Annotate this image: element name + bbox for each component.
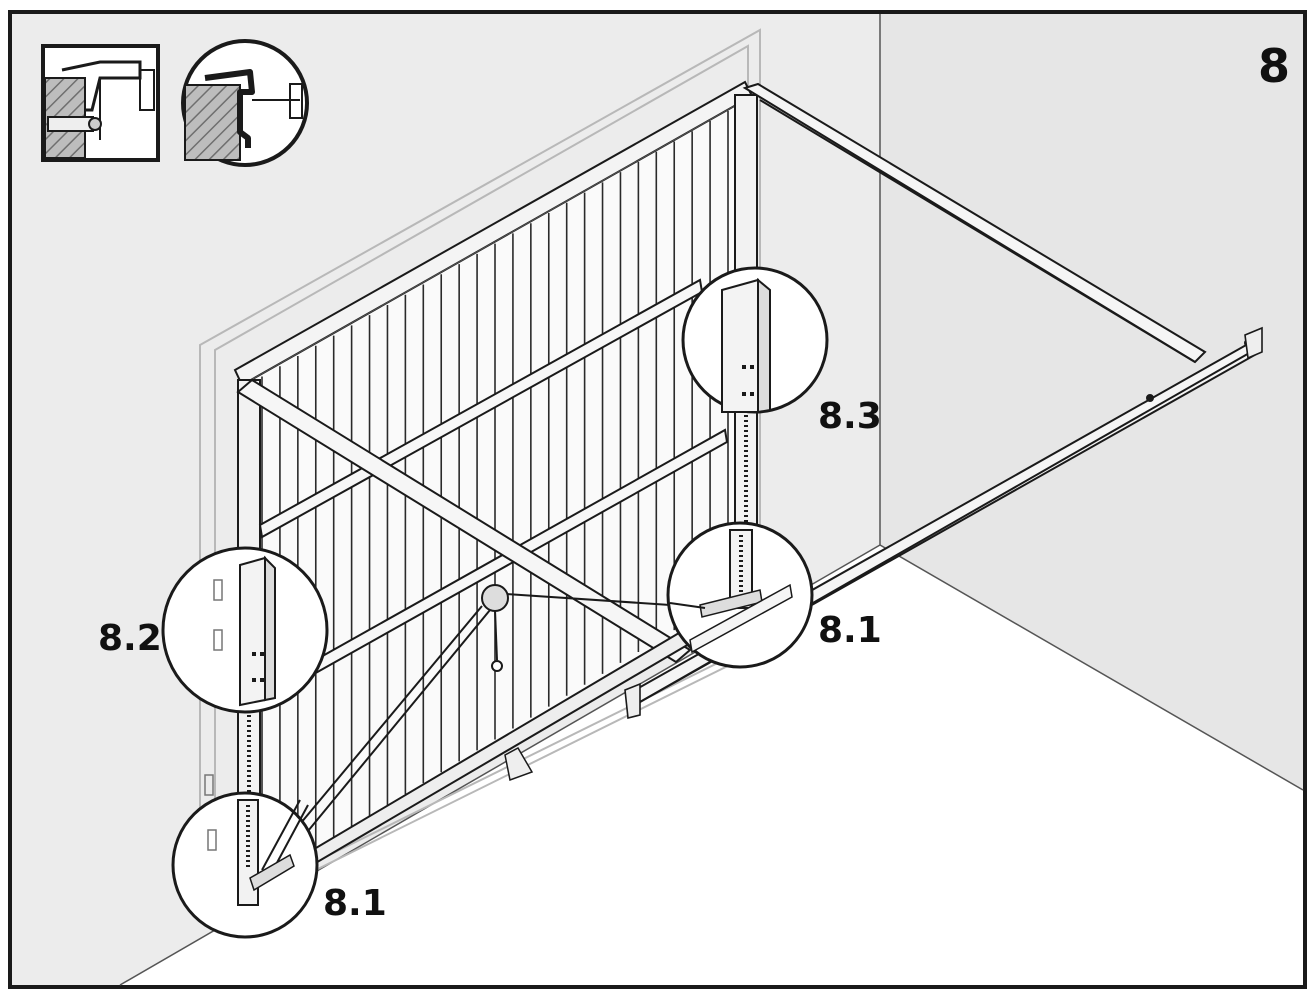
inset-detail-square (41, 44, 160, 162)
detail-circle-8-3 (681, 266, 829, 414)
callout-8-3: 8.3 (818, 396, 882, 437)
side-wall (880, 14, 1303, 790)
callout-8-1-right: 8.1 (818, 610, 882, 651)
inset-detail-circle (181, 39, 309, 167)
detail-circle-8-1-left (171, 791, 319, 939)
callout-8-2: 8.2 (98, 618, 162, 659)
ceiling-track-top (742, 82, 1207, 364)
diagonal-brace (236, 378, 692, 664)
detail-circle-8-1-right (666, 521, 814, 669)
callout-8-1-left: 8.1 (323, 883, 387, 924)
lock-mechanism (269, 584, 701, 866)
floor (120, 545, 1303, 985)
detail-circle-8-2 (161, 546, 329, 714)
floor-line-right (879, 544, 1304, 791)
floor-bracket (504, 746, 534, 782)
door-ribs (261, 110, 729, 882)
step-number: 8 (1258, 39, 1290, 93)
hanger-brackets (624, 326, 1263, 719)
